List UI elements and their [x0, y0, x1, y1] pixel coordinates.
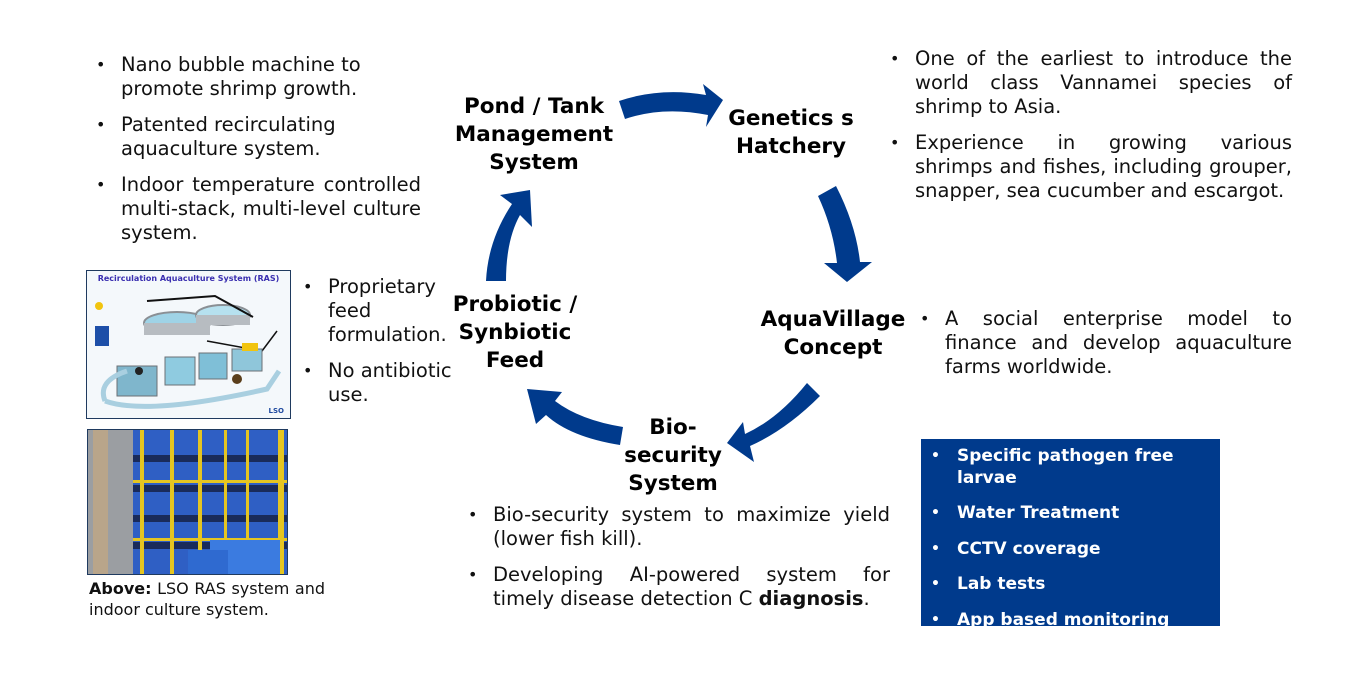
node-label-line: Feed	[485, 348, 545, 373]
node-genetics-hatchery: Genetics s Hatchery	[724, 105, 858, 161]
arrow-pond-to-genetics	[619, 84, 723, 127]
note-item: Indoor temperature controlled multi-stac…	[94, 173, 421, 245]
node-label-line: Genetics s	[728, 106, 854, 131]
note-item: No antibiotic use.	[301, 359, 458, 407]
node-label-line: Concept	[783, 335, 883, 360]
lso-logo: LSO	[268, 407, 284, 415]
arrow-aquavillage-to-biosecurity	[727, 383, 820, 462]
note-text: .	[863, 587, 870, 610]
biosecurity-notes: Bio-security system to maximize yield (l…	[466, 503, 890, 623]
feature-item: Lab tests	[921, 573, 1220, 595]
caption-bold: Above:	[89, 579, 152, 598]
ras-diagram-title: Recirculation Aquaculture System (RAS)	[97, 274, 280, 283]
node-label-line: Synbiotic	[458, 320, 572, 345]
note-item: Experience in growing various shrimps an…	[888, 131, 1292, 203]
note-item: Bio-security system to maximize yield (l…	[466, 503, 890, 551]
node-label-line: System	[489, 150, 579, 175]
node-biosecurity-system: Bio- security System	[616, 414, 730, 498]
feature-item: App based monitoring	[921, 609, 1220, 631]
pond-notes: Nano bubble machine to promote shrimp gr…	[94, 53, 454, 257]
node-label-line: AquaVillage	[760, 307, 906, 332]
note-item: Developing AI-powered system for timely …	[466, 563, 890, 611]
note-text: Developing AI-powered system for timely …	[493, 563, 890, 610]
node-label-line: Hatchery	[735, 134, 847, 159]
probiotic-notes: Proprietary feed formulation. No antibio…	[301, 275, 461, 419]
ras-illustration	[95, 294, 282, 409]
feature-item: Specific pathogen free larvae	[921, 445, 1220, 489]
genetics-notes: One of the earliest to introduce the wor…	[888, 47, 1292, 215]
aquavillage-notes: A social enterprise model to finance and…	[918, 307, 1292, 391]
image-caption: Above: LSO RAS system and indoor culture…	[89, 578, 325, 620]
caption-text: LSO RAS system and indoor culture system…	[89, 579, 325, 619]
indoor-culture-photo	[87, 429, 288, 575]
note-bold-text: diagnosis	[758, 587, 864, 610]
node-aquavillage-concept: AquaVillage Concept	[757, 306, 909, 362]
arrow-biosecurity-to-probiotic	[527, 389, 623, 445]
node-label-line: Pond / Tank	[463, 94, 605, 119]
note-item: Nano bubble machine to promote shrimp gr…	[94, 53, 421, 101]
note-item: Proprietary feed formulation.	[301, 275, 448, 347]
feature-item: CCTV coverage	[921, 538, 1220, 560]
feature-item: Water Treatment	[921, 502, 1220, 524]
note-item: Patented recirculating aquaculture syste…	[94, 113, 341, 161]
biosecurity-features-box: Specific pathogen free larvae Water Trea…	[921, 439, 1220, 631]
note-item: One of the earliest to introduce the wor…	[888, 47, 1292, 119]
node-label-line: Probiotic /	[452, 292, 578, 317]
ras-diagram-image: Recirculation Aquaculture System (RAS) L…	[86, 270, 291, 419]
node-label-line: security	[624, 443, 722, 468]
arrow-probiotic-to-pond	[486, 190, 532, 281]
node-pond-tank-management: Pond / Tank Management System	[452, 93, 616, 177]
arrow-genetics-to-aquavillage	[818, 186, 872, 282]
node-label-line: Management	[454, 122, 614, 147]
node-label-line: System	[628, 471, 718, 496]
node-probiotic-feed: Probiotic / Synbiotic Feed	[449, 291, 581, 375]
indoor-culture-illustration	[88, 430, 287, 574]
note-item: A social enterprise model to finance and…	[918, 307, 1292, 379]
node-label-line: Bio-	[649, 415, 697, 440]
